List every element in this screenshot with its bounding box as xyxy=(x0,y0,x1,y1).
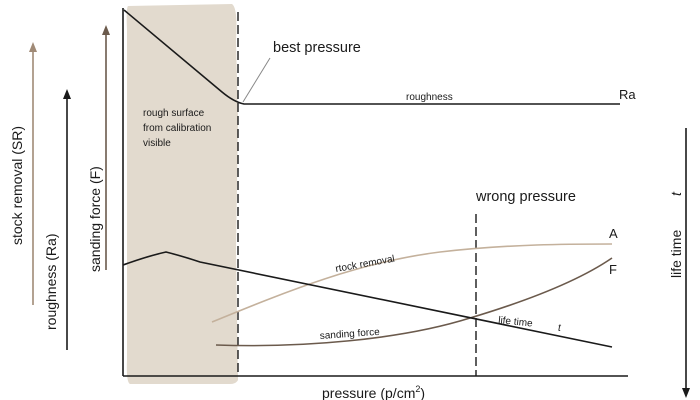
sanding-force-curve-label: sanding force xyxy=(319,327,380,342)
roughness-axis-title: roughness (Ra) xyxy=(43,234,59,331)
stock-removal-arrowhead xyxy=(29,42,37,52)
life-time-curve xyxy=(122,251,613,348)
life-time-arrowhead xyxy=(682,388,690,398)
life-time-curve-label: life time xyxy=(498,315,534,330)
x-axis-title: pressure (p/cm2) xyxy=(322,384,425,400)
stock-removal-curve xyxy=(211,243,613,323)
shade-note-line-3: visible xyxy=(143,138,171,149)
wrong-pressure-label: wrong pressure xyxy=(475,189,576,205)
sanding-force-arrowhead xyxy=(102,25,110,35)
roughness-end-label: Ra xyxy=(619,87,636,102)
best-pressure-leader xyxy=(242,57,271,103)
stock-removal-end-label: A xyxy=(609,226,618,241)
stock-removal-axis-title: stock removal (SR) xyxy=(9,126,25,245)
sanding-force-curve xyxy=(215,257,613,347)
life-time-axis-title: life time xyxy=(668,230,684,278)
stock-removal-curve-label: rtock removal xyxy=(335,254,396,275)
sanding-force-axis-title: sanding force (F) xyxy=(87,166,103,272)
calibration-zone-shade xyxy=(126,4,238,384)
roughness-curve xyxy=(123,9,620,105)
best-pressure-label: best pressure xyxy=(273,40,361,56)
shade-note-line-2: from calibration xyxy=(143,123,211,134)
roughness-curve-label: roughness xyxy=(406,92,453,103)
life-time-curve-symbol: t xyxy=(558,323,562,334)
roughness-arrowhead xyxy=(63,89,71,99)
shade-note-line-1: rough surface xyxy=(143,108,205,119)
life-time-axis-symbol: t xyxy=(668,191,684,196)
sanding-force-end-label: F xyxy=(609,262,617,277)
